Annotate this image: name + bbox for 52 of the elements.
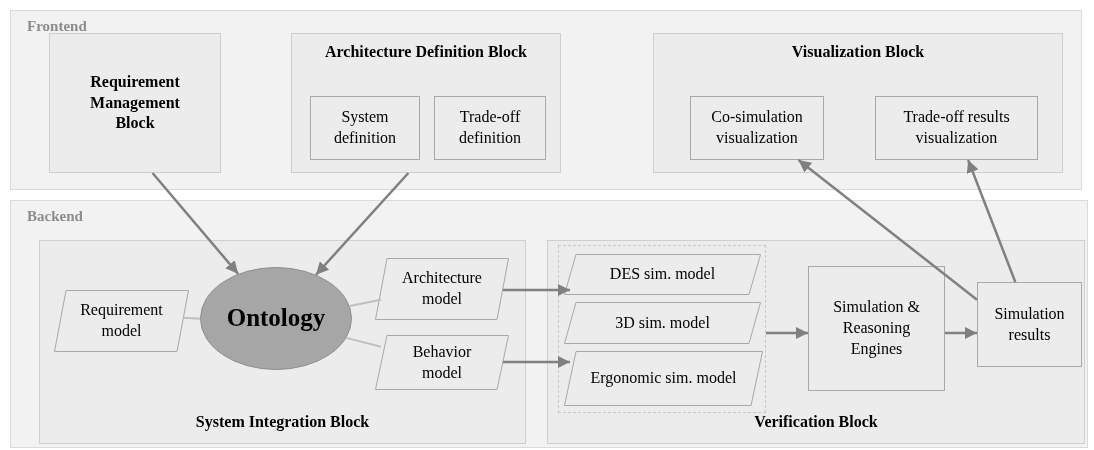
section-band	[10, 200, 1088, 448]
box-label: Simulation & Reasoning Engines	[832, 297, 921, 360]
box-label: Requirement model	[79, 300, 164, 341]
arrow	[945, 326, 977, 340]
parallelogram-box	[564, 351, 763, 406]
parallelogram-box	[564, 254, 761, 295]
arrow	[966, 159, 1017, 283]
box-label: DES sim. model	[609, 264, 716, 285]
block-panel	[547, 240, 1085, 444]
box-label: Behavior model	[411, 341, 473, 383]
arrow	[151, 172, 240, 275]
arrow	[797, 159, 978, 301]
block-title: Architecture Definition Block	[324, 42, 527, 62]
box-label: Trade-off results visualization	[902, 107, 1011, 148]
block-panel	[49, 33, 221, 173]
connector-line	[345, 336, 382, 348]
dashed-group-box	[558, 245, 766, 413]
parallelogram-box	[375, 335, 509, 390]
block-panel	[653, 33, 1063, 173]
block-title: Requirement Management Block	[89, 71, 181, 134]
block-title: Visualization Block	[791, 42, 925, 62]
process-box	[875, 96, 1038, 160]
box-label: Trade-off definition	[457, 107, 523, 148]
box-label: Ergonomic sim. model	[590, 368, 737, 389]
box-label: System definition	[332, 107, 398, 148]
process-box	[310, 96, 420, 160]
process-box	[808, 266, 945, 391]
ellipse-label: Ontology	[226, 303, 326, 334]
block-title: Verification Block	[754, 412, 878, 433]
box-label: Co-simulation visualization	[710, 107, 804, 148]
block-title: System Integration Block	[195, 412, 370, 433]
arrow	[766, 326, 808, 340]
section-title: Backend	[27, 207, 83, 226]
box-label: Architecture model	[401, 268, 483, 309]
ontology-ellipse	[200, 267, 352, 370]
box-label: 3D sim. model	[615, 312, 710, 333]
arrow	[503, 355, 570, 369]
connector-line	[348, 298, 382, 308]
box-label: Simulation results	[993, 303, 1066, 345]
parallelogram-box	[54, 290, 189, 352]
section-title: Frontend	[27, 17, 87, 36]
arrow	[503, 283, 570, 297]
process-box	[690, 96, 824, 160]
section-band	[10, 10, 1082, 190]
process-box	[434, 96, 546, 160]
parallelogram-box	[564, 302, 761, 344]
arrow	[315, 172, 410, 276]
process-box	[977, 282, 1082, 367]
block-panel	[39, 240, 526, 444]
parallelogram-box	[375, 258, 509, 320]
connector-line	[182, 316, 201, 320]
block-panel	[291, 33, 561, 173]
